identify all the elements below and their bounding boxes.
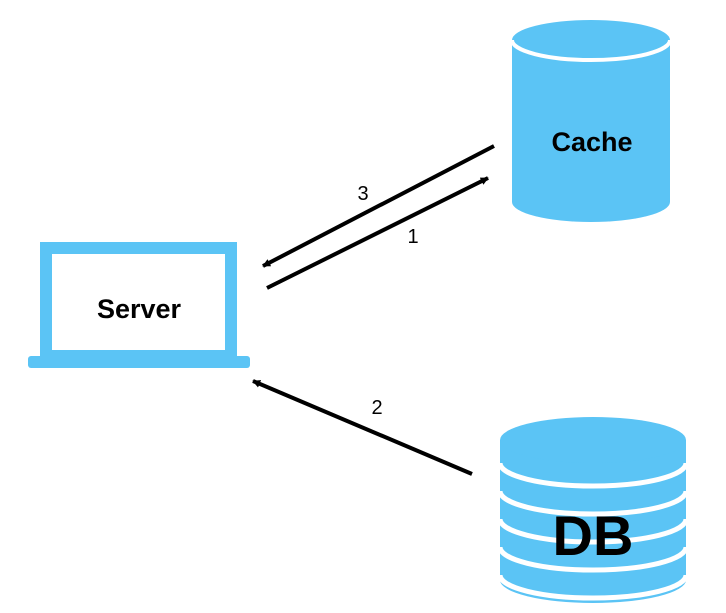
db-label: DB: [553, 504, 634, 567]
arrow-line-3: [262, 144, 495, 268]
arrow-label-3: 3: [357, 183, 368, 205]
cache-cylinder-body: [512, 40, 670, 222]
database-cylinder-icon: [510, 20, 672, 222]
server-node: Server: [28, 242, 250, 368]
db-node: DB: [497, 417, 689, 603]
db-band-3: [497, 518, 689, 545]
database-stack-icon: [497, 417, 689, 603]
laptop-base: [28, 356, 250, 368]
db-band-4: [497, 546, 689, 573]
arrow-label-1: 1: [407, 226, 418, 248]
db-band-1: [497, 462, 689, 489]
db-band-5: [497, 574, 689, 601]
arrow-label-2: 2: [371, 397, 382, 419]
cache-label: Cache: [551, 127, 632, 157]
cache-cylinder-rim: [510, 39, 672, 62]
arrow-server-to-cache: 1: [266, 176, 489, 290]
cache-cylinder-top: [512, 20, 670, 60]
db-band-2: [497, 490, 689, 517]
arrow-line-1: [266, 176, 489, 290]
laptop-icon: [28, 242, 250, 368]
server-label: Server: [97, 294, 182, 324]
arrow-line-2: [252, 379, 473, 476]
db-cylinder-top: [500, 417, 686, 463]
cache-node: Cache: [510, 20, 672, 222]
arrow-db-to-server: 2: [252, 379, 473, 476]
arrow-cache-to-server: 3: [262, 144, 495, 268]
